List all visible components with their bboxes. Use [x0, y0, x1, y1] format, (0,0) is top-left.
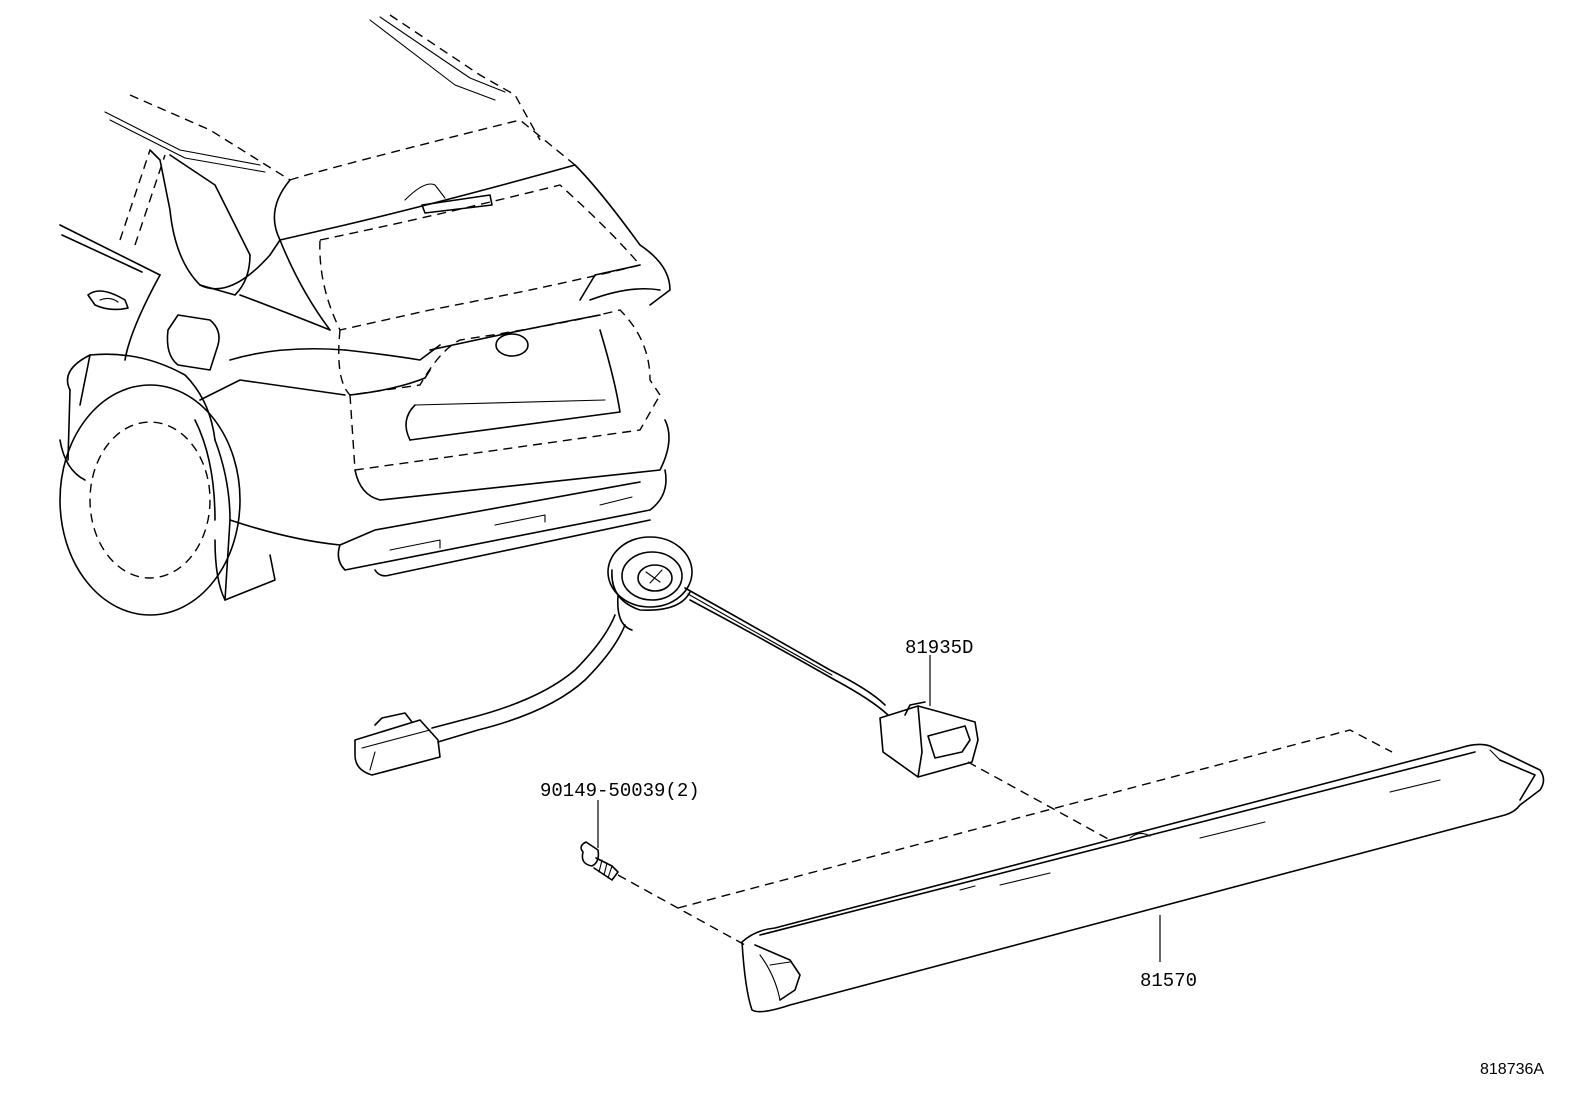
part-label-81570: 81570	[1140, 970, 1197, 992]
wire-harness	[354, 536, 979, 778]
assembly-lines	[617, 729, 1393, 946]
stop-lamp	[741, 743, 1545, 1013]
screw	[580, 841, 619, 881]
part-label-81935D: 81935D	[905, 637, 973, 659]
leader-lines	[597, 655, 1161, 962]
vehicle-outline	[59, 14, 671, 616]
diagram-code: 818736A	[1480, 1061, 1544, 1078]
part-label-90149-50039: 90149-50039(2)	[540, 780, 700, 802]
